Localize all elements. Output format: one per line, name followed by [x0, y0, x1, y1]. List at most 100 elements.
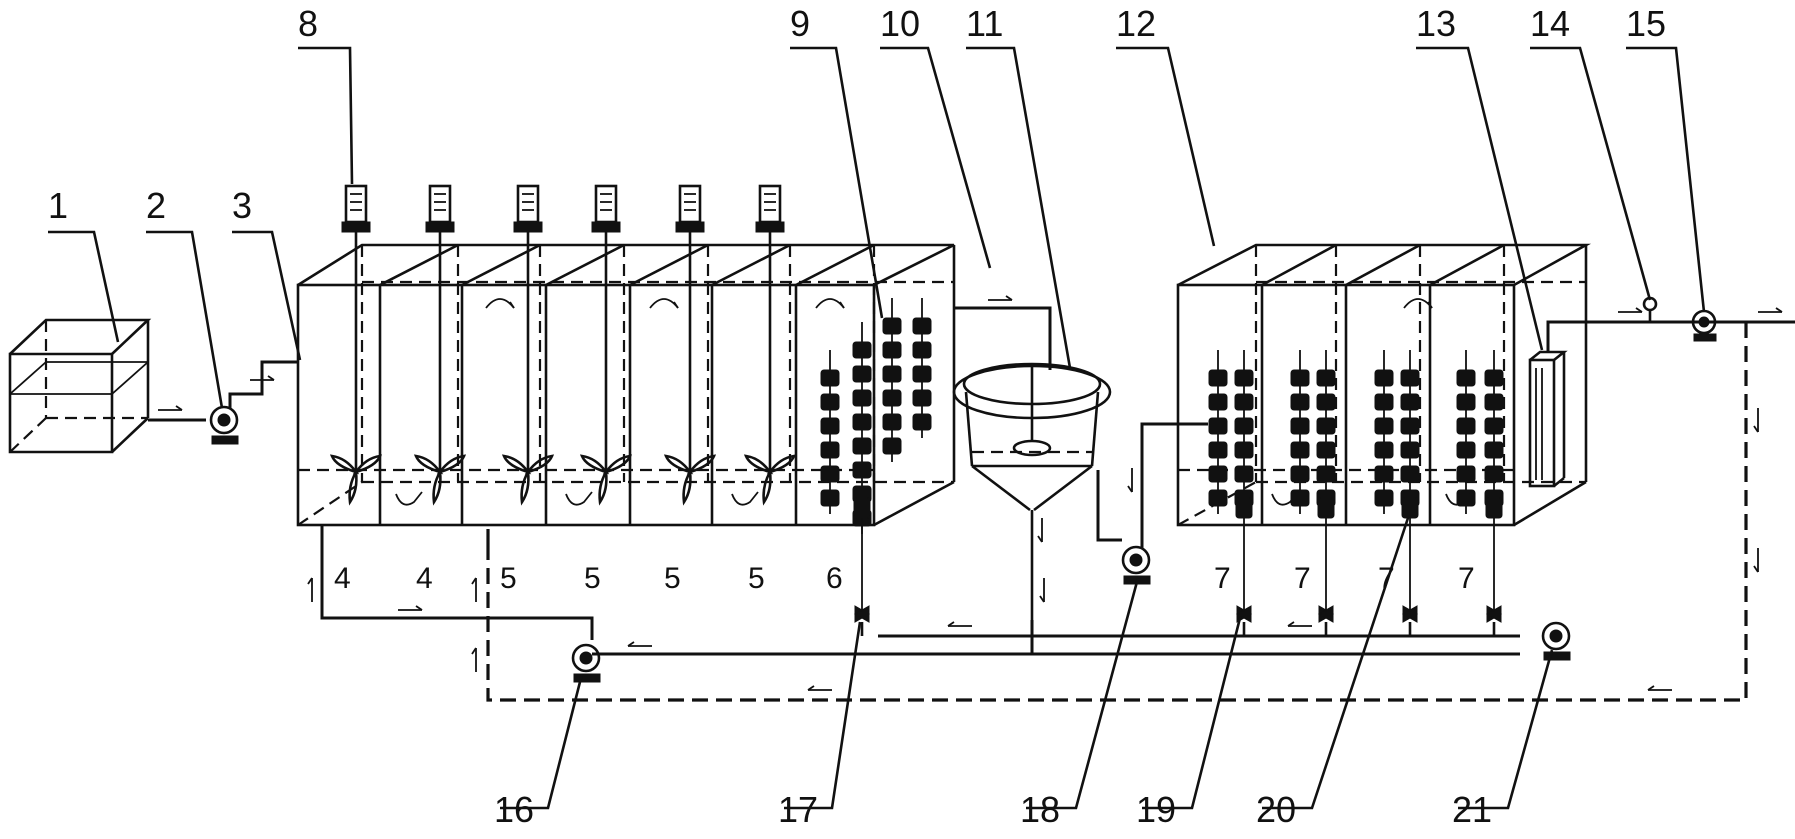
leader-line [500, 673, 584, 810]
callout-label: 19 [1136, 789, 1176, 830]
transfer-pump [1096, 422, 1208, 585]
compartment-label: 5 [748, 562, 765, 595]
overflow-arrow [485, 298, 515, 309]
flow-arrow [307, 577, 313, 602]
callout-label: 10 [880, 3, 920, 44]
flow-arrow [1753, 548, 1759, 573]
membrane-module [1528, 320, 1795, 488]
flow-arrows [158, 295, 1783, 691]
flow-arrow [1039, 578, 1045, 603]
leader-line [1262, 517, 1410, 810]
compartment-label: 4 [416, 562, 433, 595]
leader-line [298, 46, 354, 185]
compartment-label: 5 [584, 562, 601, 595]
air-valves [853, 605, 1503, 636]
leader-line [1626, 46, 1706, 313]
leader-line [1530, 46, 1652, 301]
callout-label: 1 [48, 185, 68, 226]
flow-arrow [807, 685, 832, 691]
suction-pump [1691, 309, 1717, 342]
mixer [501, 184, 555, 506]
sedimentation-tank [952, 306, 1112, 650]
callout-label: 11 [966, 3, 1003, 44]
air-blower [1541, 621, 1571, 661]
compartment-label: 6 [826, 562, 843, 595]
overflow-arrow [815, 298, 845, 309]
compartment-label: 7 [1214, 562, 1231, 595]
callout-label: 20 [1256, 789, 1296, 830]
circulation-arrow [395, 491, 423, 506]
callout-label: 16 [494, 789, 534, 830]
compartment-label: 7 [1294, 562, 1311, 595]
mixer [663, 184, 717, 506]
circulation-arrow [731, 491, 759, 506]
mixer [413, 184, 467, 506]
flow-arrow [947, 621, 972, 627]
raw-water-tank [8, 318, 152, 454]
compartment-label: 5 [500, 562, 517, 595]
callout-label: 21 [1452, 789, 1492, 830]
biofilm-carriers [820, 298, 1504, 612]
compartment-label: 7 [1458, 562, 1475, 595]
leader-line [1416, 46, 1544, 351]
flow-arrow [1037, 518, 1043, 543]
anaerobic-anoxic-reactor [296, 243, 956, 527]
mixer [743, 184, 797, 506]
flow-arrow [471, 647, 477, 672]
callout-label: 2 [146, 185, 166, 226]
callout-label: 15 [1626, 3, 1666, 44]
flow-arrow [398, 605, 423, 611]
leader-line [1026, 577, 1140, 810]
flow-arrow [1618, 307, 1643, 313]
circulation-arrow [565, 491, 593, 506]
flow-arrow [1753, 408, 1759, 433]
callout-label: 17 [778, 789, 818, 830]
flow-arrow [471, 577, 477, 602]
flow-arrow [1127, 468, 1133, 493]
feed-pump [148, 360, 298, 445]
mixer [579, 184, 633, 506]
leader-lines [48, 46, 1706, 810]
mixer [329, 184, 383, 506]
pressure-gauge [1642, 296, 1658, 322]
carrier-columns [820, 298, 1504, 612]
leader-line [48, 230, 120, 343]
leader-line [1116, 46, 1216, 247]
flow-arrow [627, 641, 652, 647]
callout-label: 14 [1530, 3, 1570, 44]
circulation-arrow [1445, 491, 1473, 506]
callout-label: 18 [1020, 789, 1060, 830]
leader-line [146, 230, 224, 409]
internal-recycle-pump [571, 643, 601, 683]
leader-line [232, 230, 302, 361]
sludge-return-line [486, 322, 1748, 702]
flow-arrow [158, 405, 183, 411]
callout-label: 12 [1116, 3, 1156, 44]
circulation-arrow [1271, 491, 1299, 506]
flow-arrow [1758, 307, 1783, 313]
leader-line [880, 46, 992, 269]
leader-line [1458, 649, 1554, 810]
flow-arrow [988, 295, 1013, 301]
recycle-piping [320, 525, 1520, 656]
compartment-label: 7 [1378, 562, 1395, 595]
flow-arrow [1287, 621, 1312, 627]
leader-line [1142, 617, 1242, 810]
callout-label: 13 [1416, 3, 1456, 44]
overflow-arrow [649, 298, 679, 309]
valve [1317, 605, 1335, 636]
overflow-arrow [1403, 298, 1433, 309]
callout-label: 8 [298, 3, 318, 44]
flow-arrow [1647, 685, 1672, 691]
callout-label: 9 [790, 3, 810, 44]
cell-labels: 4 4 5 5 5 5 6 7 7 7 7 [334, 562, 1475, 595]
leader-line [966, 46, 1072, 369]
callout-label: 3 [232, 185, 252, 226]
compartment-label: 5 [664, 562, 681, 595]
leader-line [784, 621, 862, 810]
compartment-label: 4 [334, 562, 351, 595]
flow-arrow [250, 375, 275, 381]
mixers [329, 184, 797, 506]
